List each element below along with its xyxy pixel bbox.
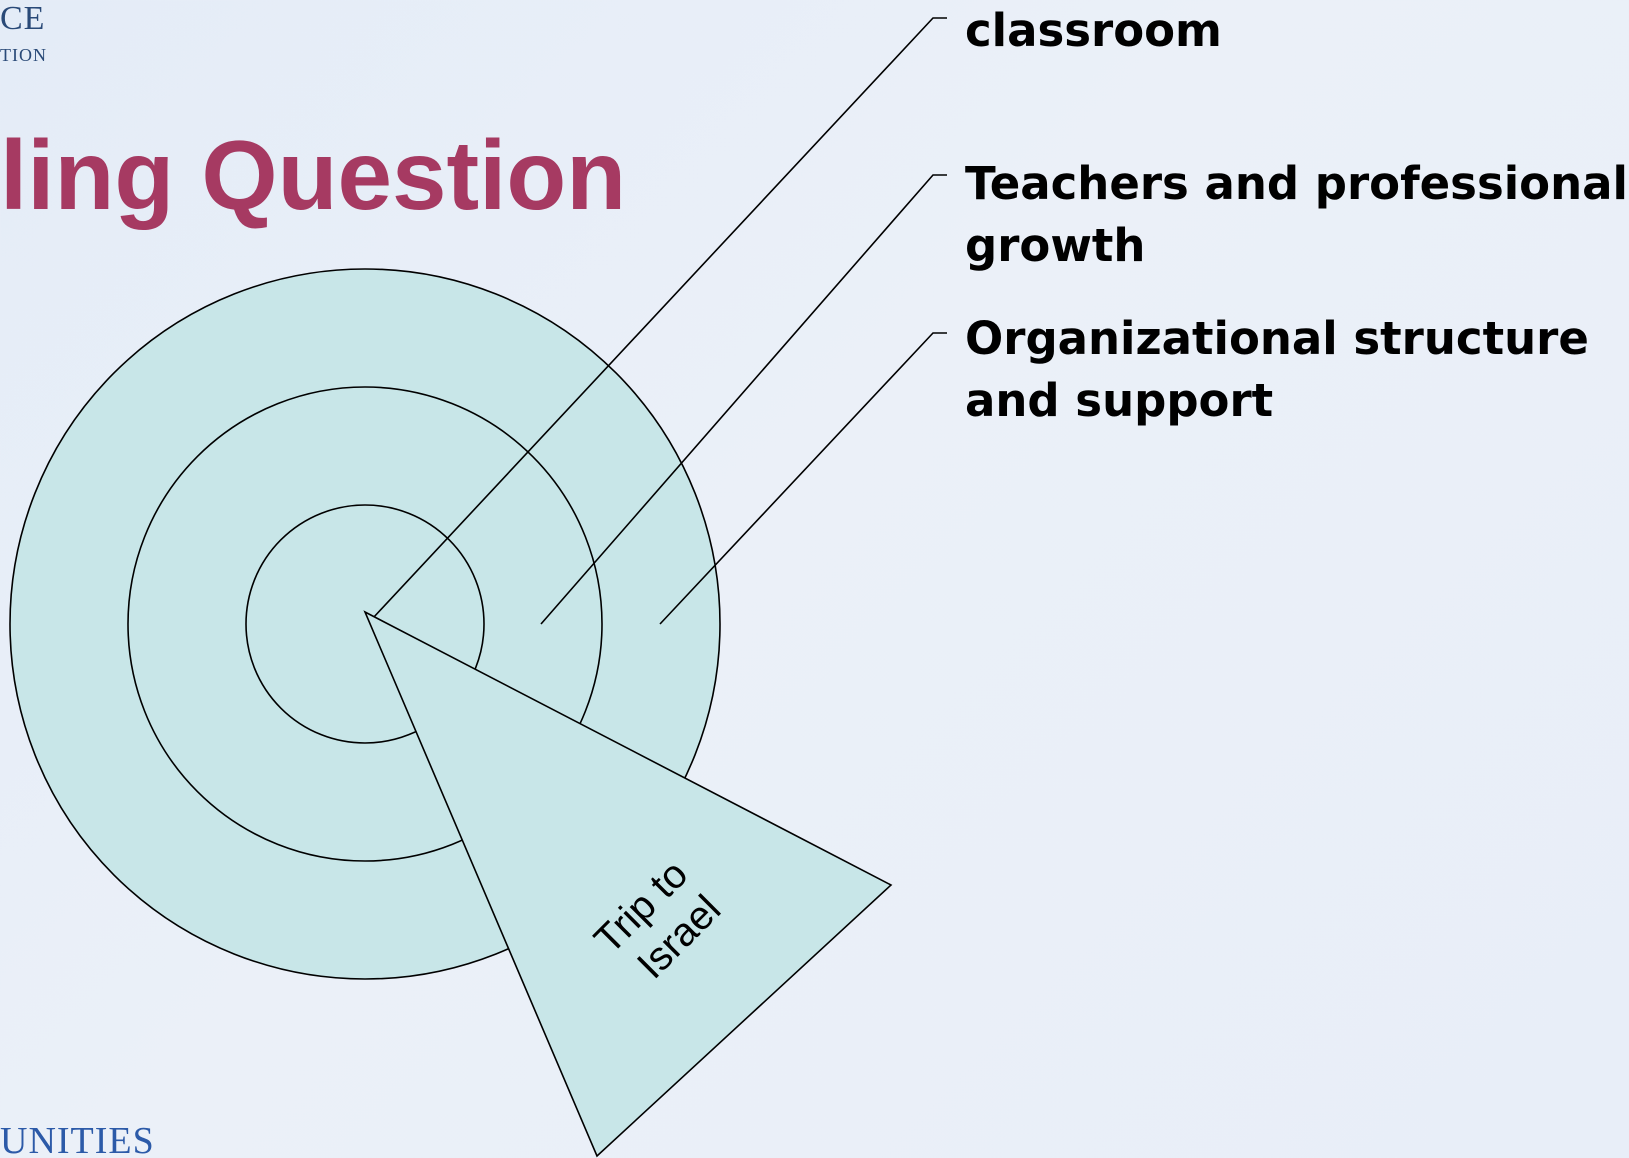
logo-bottom: UNITIES — [0, 1120, 155, 1158]
callout-label-line: growth — [965, 219, 1146, 272]
wedge-trip-to-israel — [363, 610, 893, 1158]
logo-top-line2: TION — [0, 45, 47, 65]
callout-label-line: Organizational structure — [965, 312, 1589, 365]
callout-line-classroom — [372, 17, 947, 619]
logo-top: CE TION — [0, 0, 70, 70]
logo-top-line1: CE — [0, 0, 46, 37]
callout-label-classroom: classroom — [965, 0, 1222, 62]
callout-label-line: and support — [965, 374, 1274, 427]
callout-label-teachers: Teachers and professional growth — [965, 153, 1628, 277]
slide-title: ling Question — [0, 120, 627, 230]
callout-label-organizational: Organizational structure and support — [965, 308, 1589, 432]
callout-line-organizational — [659, 332, 947, 625]
callout-label-line: Teachers and professional — [965, 157, 1628, 210]
callout-label-line: classroom — [965, 4, 1222, 57]
callout-line-teachers — [540, 174, 947, 625]
